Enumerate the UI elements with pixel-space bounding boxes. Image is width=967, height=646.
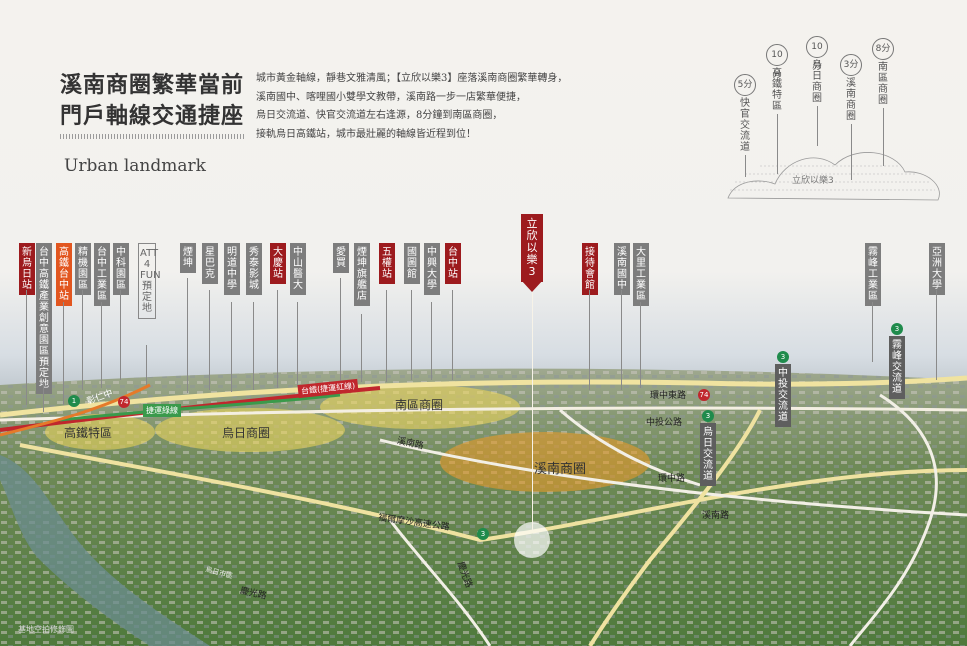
landmark-pin bbox=[340, 278, 341, 384]
highway-3-shield-icon: 3 bbox=[777, 351, 789, 363]
landmark-tag: 溪南國中 bbox=[614, 243, 630, 295]
interchange-tag: 霧峰交流道 bbox=[889, 336, 905, 399]
interchange-tag: 烏日交流道 bbox=[700, 423, 716, 486]
minutes-circle: 10分 bbox=[806, 36, 828, 72]
landmark-tag: 煙坤旗艦店 bbox=[354, 243, 370, 306]
callout-line bbox=[883, 108, 884, 166]
landmark-pin bbox=[101, 302, 102, 388]
mrt-label: 捷運綠線 bbox=[143, 404, 181, 417]
landmark-tag: 台中工業區 bbox=[94, 243, 110, 306]
intro-line: 接軌烏日高鐵站，城市最壯麗的軸線皆近程到位！ bbox=[256, 128, 476, 140]
landmark-pin bbox=[253, 302, 254, 390]
highway-3-shield-icon: 3 bbox=[477, 528, 489, 540]
landmark-tag: 五權站 bbox=[379, 243, 395, 284]
site-marker: 立欣以樂3 bbox=[521, 214, 543, 290]
minutes-circle: 10分 bbox=[766, 44, 788, 80]
landmark-pin bbox=[386, 290, 387, 382]
landmark-pin bbox=[146, 345, 147, 385]
landmark-tag: 霧峰工業區 bbox=[865, 243, 881, 306]
landmark-pin bbox=[936, 290, 937, 380]
photo-caption: 基地空拍修飾圖 bbox=[18, 625, 74, 634]
landmark-tag: 亞洲大學 bbox=[929, 243, 945, 295]
landmark-tag: 新烏日站 bbox=[19, 243, 35, 295]
road-label: 環中東路 bbox=[650, 391, 687, 401]
title-line-2: 門戶軸線交通捷座 bbox=[60, 103, 245, 129]
landmark-pin bbox=[231, 302, 232, 392]
highway-74-shield-icon: 74 bbox=[118, 396, 130, 408]
landmark-pin bbox=[26, 290, 27, 405]
intro-line: 城市黃金軸線，靜巷文雅清風；【立欣以樂3】座落溪南商圈繁華轉身， bbox=[256, 73, 568, 84]
landmark-tag: ATT 4 FUN預定地 bbox=[138, 243, 161, 319]
zone-label: 烏日商圈 bbox=[222, 426, 271, 440]
page-subtitle: Urban landmark bbox=[64, 156, 206, 176]
landmark-tag: 星巴克 bbox=[202, 243, 218, 284]
landmark-pin bbox=[452, 290, 453, 380]
landmark-tag: 國圖館 bbox=[404, 243, 420, 284]
interchange-tag: 中投交流道 bbox=[775, 364, 791, 427]
landmark-pin bbox=[63, 302, 64, 405]
zone-label: 南區商圈 bbox=[395, 398, 444, 412]
highway-1-shield-icon: 1 bbox=[68, 395, 80, 407]
landmark-tag: 接待會館 bbox=[582, 243, 598, 295]
landmark-pin bbox=[120, 290, 121, 380]
landmark-pin bbox=[209, 290, 210, 390]
landmark-tag: 中科園區 bbox=[113, 243, 129, 295]
landmark-pin bbox=[872, 302, 873, 362]
site-marker-label: 立欣以樂3 bbox=[521, 214, 543, 282]
site-pin bbox=[532, 292, 533, 530]
minutes-circle: 5分 bbox=[734, 74, 756, 96]
callout-line bbox=[777, 114, 778, 174]
landmark-pin bbox=[297, 302, 298, 386]
landmark-pin bbox=[589, 290, 590, 390]
callout-place: 烏日商圈 bbox=[812, 60, 822, 104]
road-label: 環中路 bbox=[658, 474, 686, 484]
landmark-pin bbox=[82, 290, 83, 390]
landmark-pin bbox=[361, 314, 362, 382]
landmark-pin bbox=[43, 382, 44, 412]
landmark-tag: 煙坤 bbox=[180, 243, 196, 273]
landmark-pin bbox=[431, 302, 432, 380]
callout-place: 溪南商圈 bbox=[846, 78, 856, 122]
intro-line: 溪南國中、喀哩國小雙學文教帶，溪南路一步一店繁華便捷， bbox=[256, 91, 526, 103]
title-divider bbox=[60, 134, 246, 139]
landmark-tag: 愛買 bbox=[333, 243, 349, 273]
landmark-tag: 明道中學 bbox=[224, 243, 240, 295]
landmark-tag: 秀泰影城 bbox=[246, 243, 262, 295]
landmark-tag: 大里工業區 bbox=[633, 243, 649, 306]
minutes-circle: 3分 bbox=[840, 54, 862, 76]
landmark-tag: 精機園區 bbox=[75, 243, 91, 295]
intro-paragraph: 城市黃金軸線，靜巷文雅清風；【立欣以樂3】座落溪南商圈繁華轉身， 溪南國中、喀哩… bbox=[256, 70, 616, 144]
landmark-pin bbox=[411, 290, 412, 380]
landmark-tag: 中山醫大 bbox=[290, 243, 306, 295]
landmark-pin bbox=[621, 290, 622, 390]
landmark-tag: 台中站 bbox=[445, 243, 461, 284]
callout-line bbox=[745, 155, 746, 177]
page-title: 溪南商圈繁華當前 門戶軸線交通捷座 bbox=[60, 70, 244, 132]
landmark-tag: 中興大學 bbox=[424, 243, 440, 295]
highway-3-shield-icon: 3 bbox=[702, 410, 714, 422]
minutes-circle: 8分 bbox=[872, 38, 894, 60]
callout-place: 南區商圈 bbox=[878, 62, 888, 106]
landmark-pin bbox=[640, 302, 641, 388]
landmark-tag: 高鐵台中站 bbox=[56, 243, 72, 306]
cloud-label: 立欣以樂3 bbox=[792, 176, 834, 186]
landmark-tag: 台中高鐵產業創意園區預定地 bbox=[36, 243, 52, 394]
road-label: 中投公路 bbox=[646, 418, 683, 428]
zone-label: 溪南商圈 bbox=[534, 462, 587, 477]
callout-place: 快官交流道 bbox=[740, 98, 750, 153]
landmark-tag: 大慶站 bbox=[270, 243, 286, 284]
zone-label: 高鐵特區 bbox=[64, 426, 113, 440]
intro-line: 烏日交流道、快官交流道左右逢源，8分鐘到南區商圈， bbox=[256, 110, 503, 121]
callout-place: 高鐵特區 bbox=[772, 68, 782, 112]
highway-3-shield-icon: 3 bbox=[891, 323, 903, 335]
road-label: 溪南路 bbox=[702, 511, 730, 521]
title-line-1: 溪南商圈繁華當前 bbox=[60, 72, 245, 98]
landmark-pin bbox=[277, 290, 278, 388]
callout-line bbox=[817, 106, 818, 146]
callout-line bbox=[851, 124, 852, 180]
landmark-pin bbox=[187, 278, 188, 393]
highway-74-shield-icon: 74 bbox=[698, 389, 710, 401]
